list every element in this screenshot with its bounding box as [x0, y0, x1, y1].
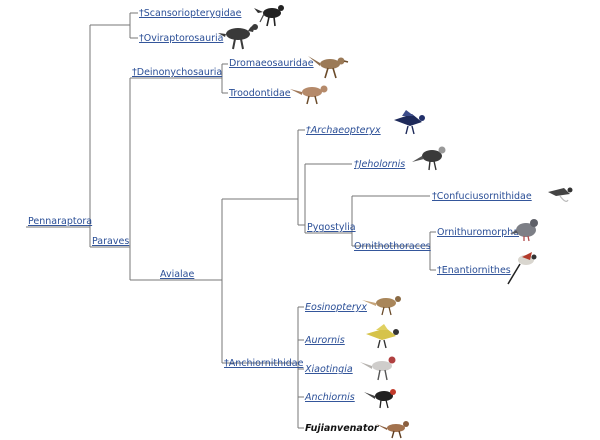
oviraptorosaur-silhouette-icon: [218, 24, 258, 50]
scansoriopterygid-silhouette-icon: [254, 5, 284, 27]
tree-lines: [26, 12, 436, 429]
label-fujianvenator: Fujianvenator: [305, 423, 380, 434]
xiaotingia-silhouette-icon: [360, 356, 396, 381]
label-enantiornithes[interactable]: †Enantiornithes: [437, 265, 511, 276]
label-eosinopteryx[interactable]: Eosinopteryx: [305, 302, 367, 313]
label-troodontidae[interactable]: Troodontidae: [228, 88, 291, 99]
label-pygostylia[interactable]: Pygostylia: [307, 222, 356, 233]
label-anchiornithidae[interactable]: †Anchiornithidae: [224, 358, 304, 369]
pigeon-silhouette-icon: [510, 219, 538, 242]
troodontid-silhouette-icon: [290, 85, 328, 105]
label-scansoriopterygidae[interactable]: †Scansoriopterygidae: [139, 8, 242, 19]
label-paraves[interactable]: Paraves: [92, 236, 129, 247]
label-aurornis[interactable]: Aurornis: [304, 335, 345, 346]
label-confuciusornithidae[interactable]: †Confuciusornithidae: [432, 191, 532, 202]
dromaeosaurid-silhouette-icon: [308, 56, 349, 79]
label-dromaeosauridae[interactable]: Dromaeosauridae: [229, 58, 314, 69]
jeholornis-silhouette-icon: [412, 146, 446, 171]
eosinopteryx-silhouette-icon: [362, 296, 401, 316]
label-deinonychosauria[interactable]: †Deinonychosauria: [132, 67, 222, 78]
label-ornithuromorpha[interactable]: Ornithuromorpha: [437, 227, 519, 238]
label-ornithothoraces[interactable]: Ornithothoraces: [354, 241, 431, 252]
enantiornithine-silhouette-icon: [507, 252, 537, 285]
confuciusornithid-silhouette-icon: [548, 187, 573, 202]
label-oviraptorosauria[interactable]: †Oviraptorosauria: [139, 33, 223, 44]
label-xiaotingia[interactable]: Xiaotingia: [304, 364, 353, 375]
label-avialae[interactable]: Avialae: [160, 269, 194, 280]
label-pennaraptora[interactable]: Pennaraptora: [28, 216, 92, 227]
anchiornis-silhouette-icon: [364, 389, 396, 409]
label-jeholornis[interactable]: †Jeholornis: [354, 159, 405, 170]
archaeopteryx-silhouette-icon: [394, 110, 425, 135]
label-archaeopteryx[interactable]: †Archaeopteryx: [306, 125, 381, 136]
label-anchiornis[interactable]: Anchiornis: [304, 392, 355, 403]
aurornis-silhouette-icon: [366, 324, 399, 349]
fujianvenator-silhouette-icon: [376, 421, 409, 439]
